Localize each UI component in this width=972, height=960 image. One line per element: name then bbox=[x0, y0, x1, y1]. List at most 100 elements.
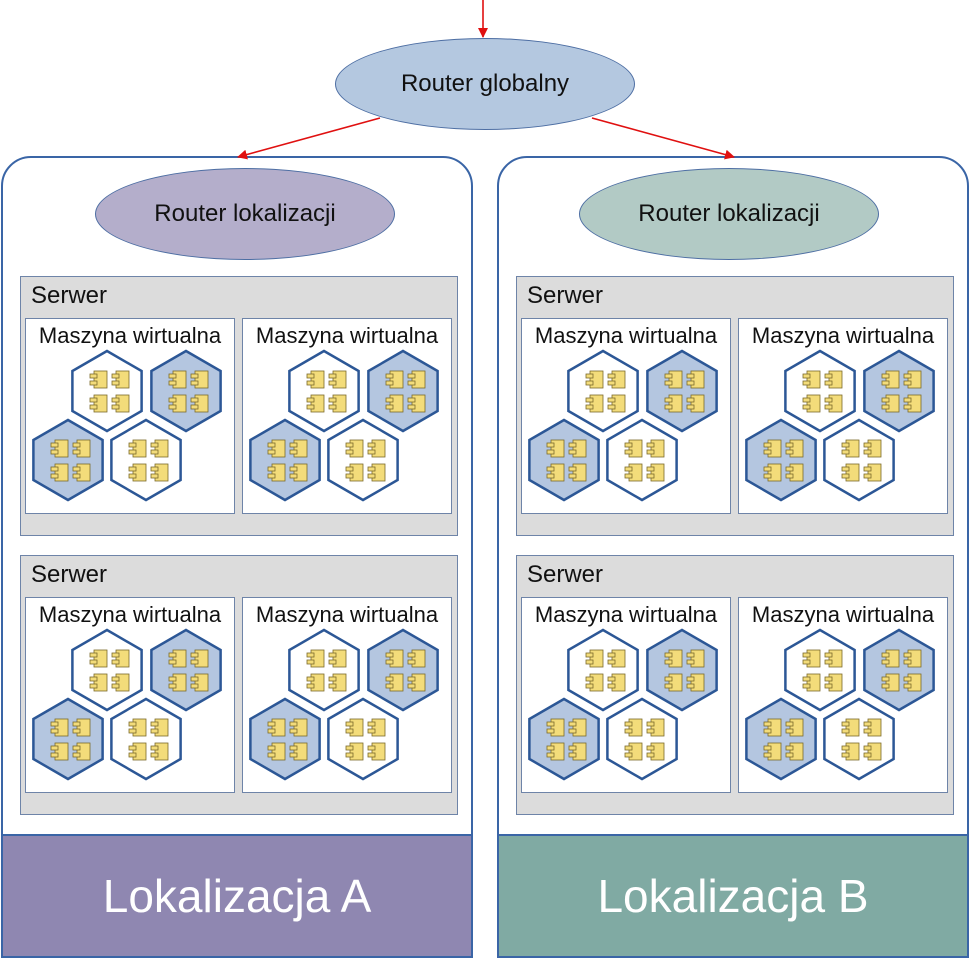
component-icon bbox=[881, 649, 900, 668]
container-cluster bbox=[745, 628, 935, 781]
component-icon bbox=[624, 439, 643, 458]
component-icon bbox=[128, 742, 147, 761]
component-icon bbox=[306, 370, 325, 389]
component-icon bbox=[168, 649, 187, 668]
hexagon-container-icon bbox=[150, 349, 222, 433]
component-icon bbox=[686, 370, 705, 389]
component-icon bbox=[568, 463, 587, 482]
arrow-to-location-b bbox=[591, 117, 735, 160]
component-icon bbox=[50, 439, 69, 458]
component-icon bbox=[367, 742, 386, 761]
hexagon-container-icon bbox=[745, 418, 817, 502]
location-router: Router lokalizacji bbox=[95, 168, 395, 260]
component-icon bbox=[686, 649, 705, 668]
hexagon-container-icon bbox=[646, 628, 718, 712]
hexagon-container-icon bbox=[327, 697, 399, 781]
virtual-machine-label: Maszyna wirtualna bbox=[38, 602, 222, 627]
hexagon-container-icon bbox=[646, 349, 718, 433]
component-icon bbox=[802, 673, 821, 692]
component-icon bbox=[328, 673, 347, 692]
server: Serwer Maszyna wirtualna Maszyna wirtual… bbox=[516, 555, 954, 815]
component-icon bbox=[664, 394, 683, 413]
component-icon bbox=[111, 370, 130, 389]
component-icon bbox=[267, 463, 286, 482]
component-icon bbox=[289, 439, 308, 458]
component-icon bbox=[89, 649, 108, 668]
component-icon bbox=[763, 439, 782, 458]
component-icon bbox=[190, 370, 209, 389]
component-icon bbox=[306, 394, 325, 413]
server: Serwer Maszyna wirtualna Maszyna wirtual… bbox=[20, 555, 458, 815]
component-icon bbox=[863, 718, 882, 737]
hexagon-container-icon bbox=[784, 628, 856, 712]
component-icon bbox=[289, 742, 308, 761]
global-router: Router globalny bbox=[335, 38, 635, 130]
hexagon-container-icon bbox=[606, 418, 678, 502]
component-icon bbox=[111, 649, 130, 668]
component-icon bbox=[824, 673, 843, 692]
virtual-machine-label: Maszyna wirtualna bbox=[751, 323, 935, 348]
component-icon bbox=[664, 370, 683, 389]
component-icon bbox=[585, 370, 604, 389]
component-icon bbox=[345, 463, 364, 482]
hexagon-container-icon bbox=[567, 628, 639, 712]
component-icon bbox=[190, 649, 209, 668]
component-icon bbox=[802, 370, 821, 389]
container-cluster bbox=[249, 628, 439, 781]
component-icon bbox=[763, 463, 782, 482]
location-name: Lokalizacja A bbox=[102, 870, 372, 922]
hexagon-container-icon bbox=[567, 349, 639, 433]
component-icon bbox=[863, 439, 882, 458]
component-icon bbox=[841, 742, 860, 761]
component-icon bbox=[546, 463, 565, 482]
container-cluster bbox=[745, 349, 935, 502]
component-icon bbox=[306, 673, 325, 692]
hexagon-container-icon bbox=[71, 628, 143, 712]
component-icon bbox=[289, 463, 308, 482]
component-icon bbox=[841, 439, 860, 458]
hexagon-container-icon bbox=[288, 628, 360, 712]
location-a: Router lokalizacji Serwer Maszyna wirtua… bbox=[1, 156, 473, 958]
hexagon-container-icon bbox=[784, 349, 856, 433]
component-icon bbox=[585, 673, 604, 692]
hexagon-container-icon bbox=[606, 697, 678, 781]
component-icon bbox=[89, 673, 108, 692]
component-icon bbox=[72, 439, 91, 458]
server-label: Serwer bbox=[527, 282, 604, 309]
component-icon bbox=[841, 463, 860, 482]
component-icon bbox=[328, 370, 347, 389]
virtual-machine: Maszyna wirtualna bbox=[25, 597, 235, 793]
hexagon-container-icon bbox=[367, 628, 439, 712]
component-icon bbox=[190, 673, 209, 692]
component-icon bbox=[407, 673, 426, 692]
component-icon bbox=[824, 394, 843, 413]
component-icon bbox=[150, 742, 169, 761]
hexagon-container-icon bbox=[528, 697, 600, 781]
component-icon bbox=[824, 370, 843, 389]
location-name: Lokalizacja B bbox=[597, 870, 869, 922]
component-icon bbox=[841, 718, 860, 737]
virtual-machine-label: Maszyna wirtualna bbox=[751, 602, 935, 627]
component-icon bbox=[664, 649, 683, 668]
component-icon bbox=[607, 394, 626, 413]
component-icon bbox=[128, 463, 147, 482]
component-icon bbox=[881, 673, 900, 692]
virtual-machine-label: Maszyna wirtualna bbox=[534, 602, 718, 627]
virtual-machine: Maszyna wirtualna bbox=[25, 318, 235, 514]
component-icon bbox=[367, 718, 386, 737]
component-icon bbox=[607, 370, 626, 389]
component-icon bbox=[785, 463, 804, 482]
component-icon bbox=[903, 370, 922, 389]
component-icon bbox=[607, 649, 626, 668]
component-icon bbox=[881, 370, 900, 389]
component-icon bbox=[824, 649, 843, 668]
server: Serwer Maszyna wirtualna Maszyna wirtual… bbox=[516, 276, 954, 536]
server-label: Serwer bbox=[527, 561, 604, 588]
component-icon bbox=[190, 394, 209, 413]
component-icon bbox=[345, 439, 364, 458]
component-icon bbox=[664, 673, 683, 692]
component-icon bbox=[903, 649, 922, 668]
component-icon bbox=[686, 394, 705, 413]
component-icon bbox=[546, 742, 565, 761]
